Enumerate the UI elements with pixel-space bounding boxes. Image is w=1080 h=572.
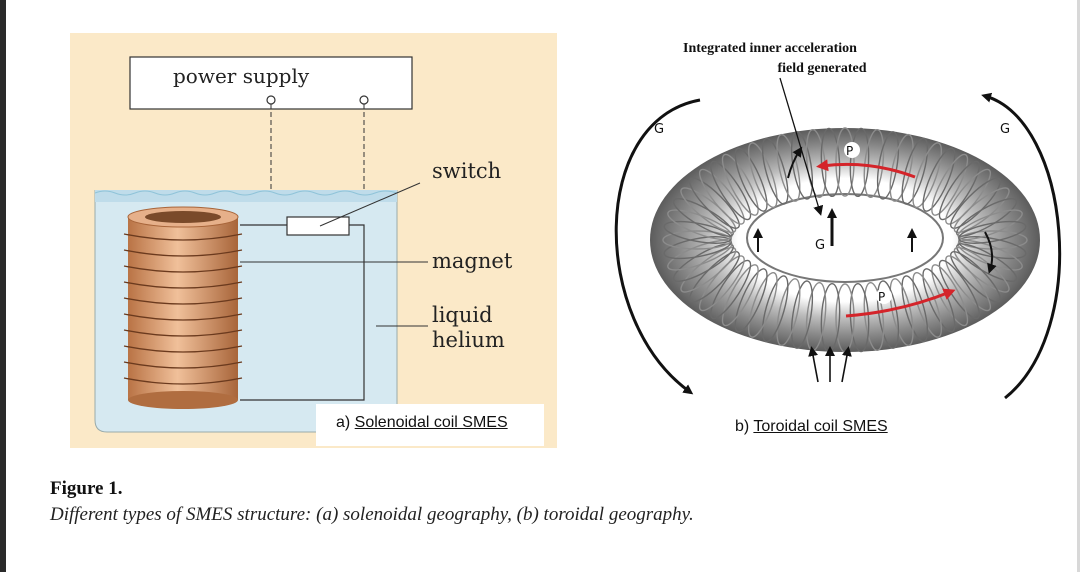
torus-winding [931, 264, 969, 327]
torus-winding [901, 137, 929, 205]
bottom-arrow-3 [841, 346, 852, 383]
switch-pointer [319, 182, 421, 227]
bottom-arrow-1 [808, 346, 819, 383]
torus-winding [835, 127, 855, 197]
p-arrow-top [816, 159, 916, 179]
torus-windings [662, 127, 1028, 353]
torus-winding [747, 142, 778, 209]
torus-winding [776, 278, 801, 347]
toroid-sublabel: b) Toroidal coil SMES [735, 418, 888, 436]
torus-winding [912, 271, 943, 338]
switch-label: switch [432, 159, 501, 183]
torus-winding [950, 251, 1001, 303]
magnet-label: magnet [432, 249, 513, 273]
curl-arrow-right [984, 231, 997, 274]
torus-winding [945, 255, 992, 312]
terminal-right [359, 95, 369, 105]
torus-winding [901, 275, 929, 343]
torus-winding [945, 168, 992, 225]
torus-winding [912, 142, 943, 209]
torus-winding [680, 246, 737, 293]
g-loop-left [614, 98, 701, 395]
torus-winding [734, 268, 768, 333]
torus-winding [922, 147, 956, 212]
terminal-left [266, 95, 276, 105]
toroid-sublabel-title: Toroidal coil SMES [753, 418, 888, 435]
torus-winding [958, 236, 1027, 260]
torus-winding [889, 278, 914, 347]
magnet-bottom [128, 391, 238, 409]
torus-winding [663, 220, 732, 244]
solenoid-diagram: power supply switch [70, 33, 557, 448]
figure-caption: Different types of SMES structure: (a) s… [50, 504, 694, 525]
torus-winding [931, 153, 969, 216]
torus-winding [689, 177, 740, 229]
g-label-right: G [1000, 122, 1010, 137]
torus-winding [680, 187, 737, 234]
g-label-left: G [654, 122, 664, 137]
p-badge-top [844, 142, 860, 158]
torus-winding [734, 147, 768, 212]
torus-winding [958, 220, 1027, 244]
torus-winding [721, 264, 759, 327]
torus-winding [721, 153, 759, 216]
torus-winding [957, 239, 1023, 271]
note-pointer [779, 77, 824, 216]
magnet-coil [128, 217, 238, 400]
liquid-label: liquid [432, 303, 493, 327]
left-edge [0, 0, 6, 572]
torus-winding [747, 271, 778, 338]
torus-winding [863, 128, 885, 199]
p-badge-bottom [876, 288, 892, 304]
liquid-surface [95, 190, 397, 202]
torus-winding [710, 160, 752, 221]
torus-hole [746, 193, 944, 283]
helium-label: helium [432, 328, 505, 352]
torus-winding [761, 137, 789, 205]
toroid-sublabel-prefix: b) [735, 418, 754, 435]
switch-box [286, 216, 350, 236]
power-supply-label: power supply [173, 64, 310, 88]
solenoid-sublabel-title: Solenoidal coil SMES [354, 414, 508, 431]
liquid-wave [94, 190, 398, 196]
right-edge [1077, 0, 1080, 572]
torus-winding [710, 259, 752, 320]
torus-winding [776, 133, 801, 202]
p-label-top: P [846, 144, 853, 158]
torus-winding [849, 127, 870, 198]
field-note-line2: field generated [777, 61, 866, 76]
torus-winding [876, 280, 900, 349]
torus-winding [956, 198, 1018, 237]
p-label-bottom: P [878, 290, 885, 304]
torus-winding [863, 281, 885, 352]
solenoid-sublabel-prefix: a) [336, 414, 355, 431]
coil-windings [123, 233, 243, 385]
torus-winding [761, 275, 789, 343]
torus-winding [698, 168, 745, 225]
torus-winding [667, 209, 733, 241]
torus-winding [953, 187, 1010, 234]
magnet-bore [145, 211, 221, 223]
torus-winding [938, 160, 980, 221]
solenoid-sublabel: a) Solenoidal coil SMES [316, 404, 544, 446]
g-loop-right [981, 92, 1062, 400]
torus-winding [698, 255, 745, 312]
g-label-center: G [815, 238, 825, 253]
wire-return [240, 224, 365, 401]
figure-title: Figure 1. [50, 478, 123, 499]
toroid-diagram: Integrated inner acceleration field gene… [614, 41, 1062, 400]
torus-winding [889, 133, 914, 202]
field-note-line1: Integrated inner acceleration [683, 41, 857, 56]
curl-arrow-top [787, 146, 803, 179]
p-arrow-bottom [845, 288, 956, 318]
torus-winding [849, 282, 870, 353]
torus-winding [790, 280, 814, 349]
torus-winding [876, 131, 900, 200]
torus-winding [672, 243, 734, 282]
torus-winding [953, 246, 1010, 293]
